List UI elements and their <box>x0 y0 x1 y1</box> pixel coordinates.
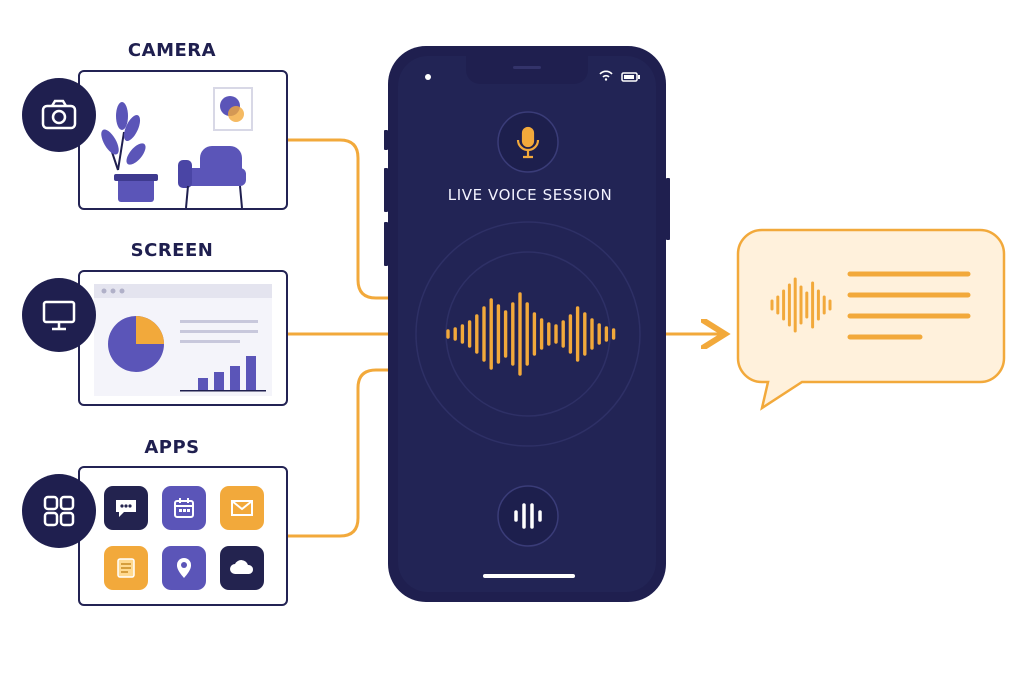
camera-card <box>78 70 288 210</box>
microphone-icon <box>516 126 540 159</box>
apps-connector <box>288 370 432 538</box>
camera-title: CAMERA <box>127 40 217 61</box>
apps-grid-icon <box>43 495 75 527</box>
voice-bars-icon <box>514 503 542 529</box>
voice-action-button[interactable] <box>497 485 559 547</box>
transcript-lines <box>847 271 971 340</box>
apps-title: APPS <box>144 437 200 458</box>
battery-icon <box>621 72 640 82</box>
monitor-icon <box>42 300 76 331</box>
camera-icon <box>41 99 77 130</box>
screen-card <box>78 270 288 406</box>
voice-waveform <box>446 292 616 376</box>
plant <box>101 102 158 202</box>
armchair <box>178 146 246 208</box>
screen-source-badge <box>22 278 96 352</box>
room-illustration <box>101 87 253 208</box>
mail-icon <box>220 486 264 530</box>
wifi-icon <box>599 70 613 78</box>
dashboard-illustration <box>94 284 272 396</box>
camera-connector <box>288 138 432 298</box>
apps-source-badge <box>22 474 96 548</box>
notes-icon <box>104 546 148 590</box>
bubble-waveform <box>770 277 832 333</box>
location-icon <box>162 546 206 590</box>
session-label: LIVE VOICE SESSION <box>447 186 613 204</box>
pie-chart <box>108 316 164 372</box>
apps-card <box>78 466 288 606</box>
microphone-button[interactable] <box>497 111 559 173</box>
cloud-icon <box>220 546 264 590</box>
screen-title: SCREEN <box>130 240 214 261</box>
calendar-icon <box>162 486 206 530</box>
chat-icon <box>104 486 148 530</box>
bar-chart <box>180 356 266 392</box>
wall-picture <box>213 87 253 131</box>
status-dot <box>425 74 431 80</box>
camera-source-badge <box>22 78 96 152</box>
